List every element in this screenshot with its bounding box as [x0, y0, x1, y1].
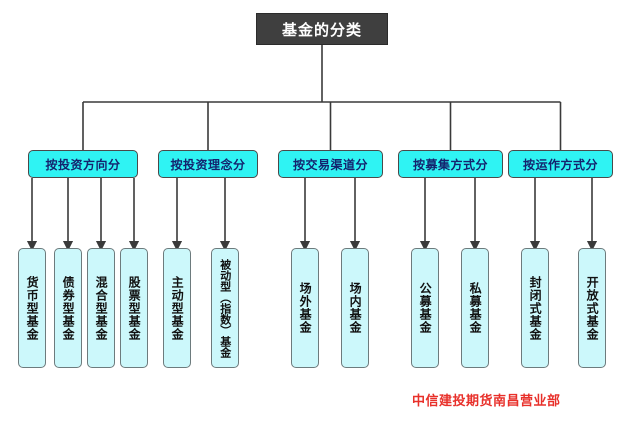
leaf-box-5-1[interactable]: 封闭式基金	[521, 248, 549, 368]
leaf-label: 场外基金	[298, 282, 313, 334]
leaf-label: 股票型基金	[127, 275, 142, 341]
leaf-box-2-2[interactable]: 被动型（指数）基金	[211, 248, 239, 368]
leaf-box-2-1[interactable]: 主动型基金	[163, 248, 191, 368]
leaf-box-3-2[interactable]: 场内基金	[341, 248, 369, 368]
leaf-label: 场内基金	[348, 282, 363, 334]
leaf-label: 货币型基金	[25, 275, 40, 341]
leaf-label: 主动型基金	[170, 275, 185, 341]
category-label: 按交易渠道分	[292, 157, 368, 172]
watermark-text: 中信建投期货南昌营业部	[412, 394, 561, 409]
leaf-label: 被动型（指数）基金	[218, 258, 232, 358]
leaf-label: 封闭式基金	[528, 275, 543, 341]
leaf-box-5-2[interactable]: 开放式基金	[578, 248, 606, 368]
category-box-1[interactable]: 按投资方向分	[28, 150, 138, 178]
category-box-5[interactable]: 按运作方式分	[508, 150, 613, 178]
leaf-box-1-1[interactable]: 货币型基金	[18, 248, 46, 368]
category-label: 按募集方式分	[412, 157, 488, 172]
leaf-label: 债券型基金	[61, 275, 76, 341]
leaf-box-4-1[interactable]: 公募基金	[411, 248, 439, 368]
leaf-box-4-2[interactable]: 私募基金	[461, 248, 489, 368]
leaf-box-3-1[interactable]: 场外基金	[291, 248, 319, 368]
leaf-box-1-2[interactable]: 债券型基金	[54, 248, 82, 368]
category-label: 按投资方向分	[45, 157, 121, 172]
category-label: 按投资理念分	[170, 157, 246, 172]
diagram-title: 基金的分类	[256, 13, 388, 45]
leaf-label: 私募基金	[468, 282, 483, 334]
category-label: 按运作方式分	[522, 157, 598, 172]
leaf-label: 开放式基金	[585, 275, 600, 341]
category-box-2[interactable]: 按投资理念分	[158, 150, 258, 178]
category-box-4[interactable]: 按募集方式分	[398, 150, 503, 178]
leaf-box-1-4[interactable]: 股票型基金	[120, 248, 148, 368]
leaf-label: 公募基金	[418, 282, 433, 334]
leaf-label: 混合型基金	[94, 275, 109, 341]
category-box-3[interactable]: 按交易渠道分	[278, 150, 383, 178]
leaf-box-1-3[interactable]: 混合型基金	[87, 248, 115, 368]
